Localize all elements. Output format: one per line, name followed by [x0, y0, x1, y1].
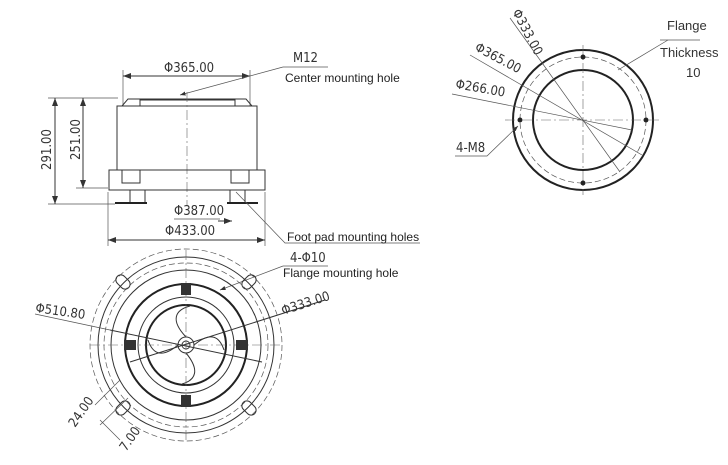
center-hole-label: Center mounting hole	[285, 71, 400, 85]
flange-hole-label: Flange mounting hole	[283, 266, 399, 280]
dim-24-label: 24.00	[66, 394, 97, 430]
dim-333-label: Φ333.00	[280, 289, 332, 319]
front-view: Φ365.00 M12 Center mounting hole 291.00 …	[40, 51, 420, 246]
dim-510-label: Φ510.80	[34, 301, 86, 323]
thread-spec-label: 4-M8	[456, 141, 485, 156]
flange-label-line3: 10	[686, 65, 700, 80]
flange-lugs	[115, 274, 257, 416]
base	[108, 169, 266, 191]
dim-365-label: Φ365.00	[164, 61, 214, 76]
height-251-label: 251.00	[69, 119, 84, 160]
dim-433-label: Φ433.00	[165, 224, 215, 239]
center-hole-spec: M12	[293, 51, 318, 66]
plan-view: 4-Φ10 Flange mounting hole	[34, 248, 399, 454]
flange-view: Φ333.00 Φ365.00 Φ266.00 4-M8 Flange Thic…	[451, 7, 719, 195]
flange-label-line1: Flange	[667, 18, 707, 33]
dim-387-label: Φ387.00	[174, 204, 224, 219]
foot-pad-label: Foot pad mounting holes	[287, 230, 419, 244]
dim-7-label: 7.00	[117, 424, 144, 454]
height-291-label: 291.00	[40, 129, 55, 170]
flange-hole-spec: 4-Φ10	[290, 251, 326, 266]
flange-dim-333-label: Φ333.00	[508, 7, 545, 58]
foot-pads	[124, 283, 248, 407]
flange-dim-266-label: Φ266.00	[454, 77, 506, 100]
bolt-holes	[517, 54, 649, 186]
flange-label-line2: Thickness	[660, 45, 719, 60]
